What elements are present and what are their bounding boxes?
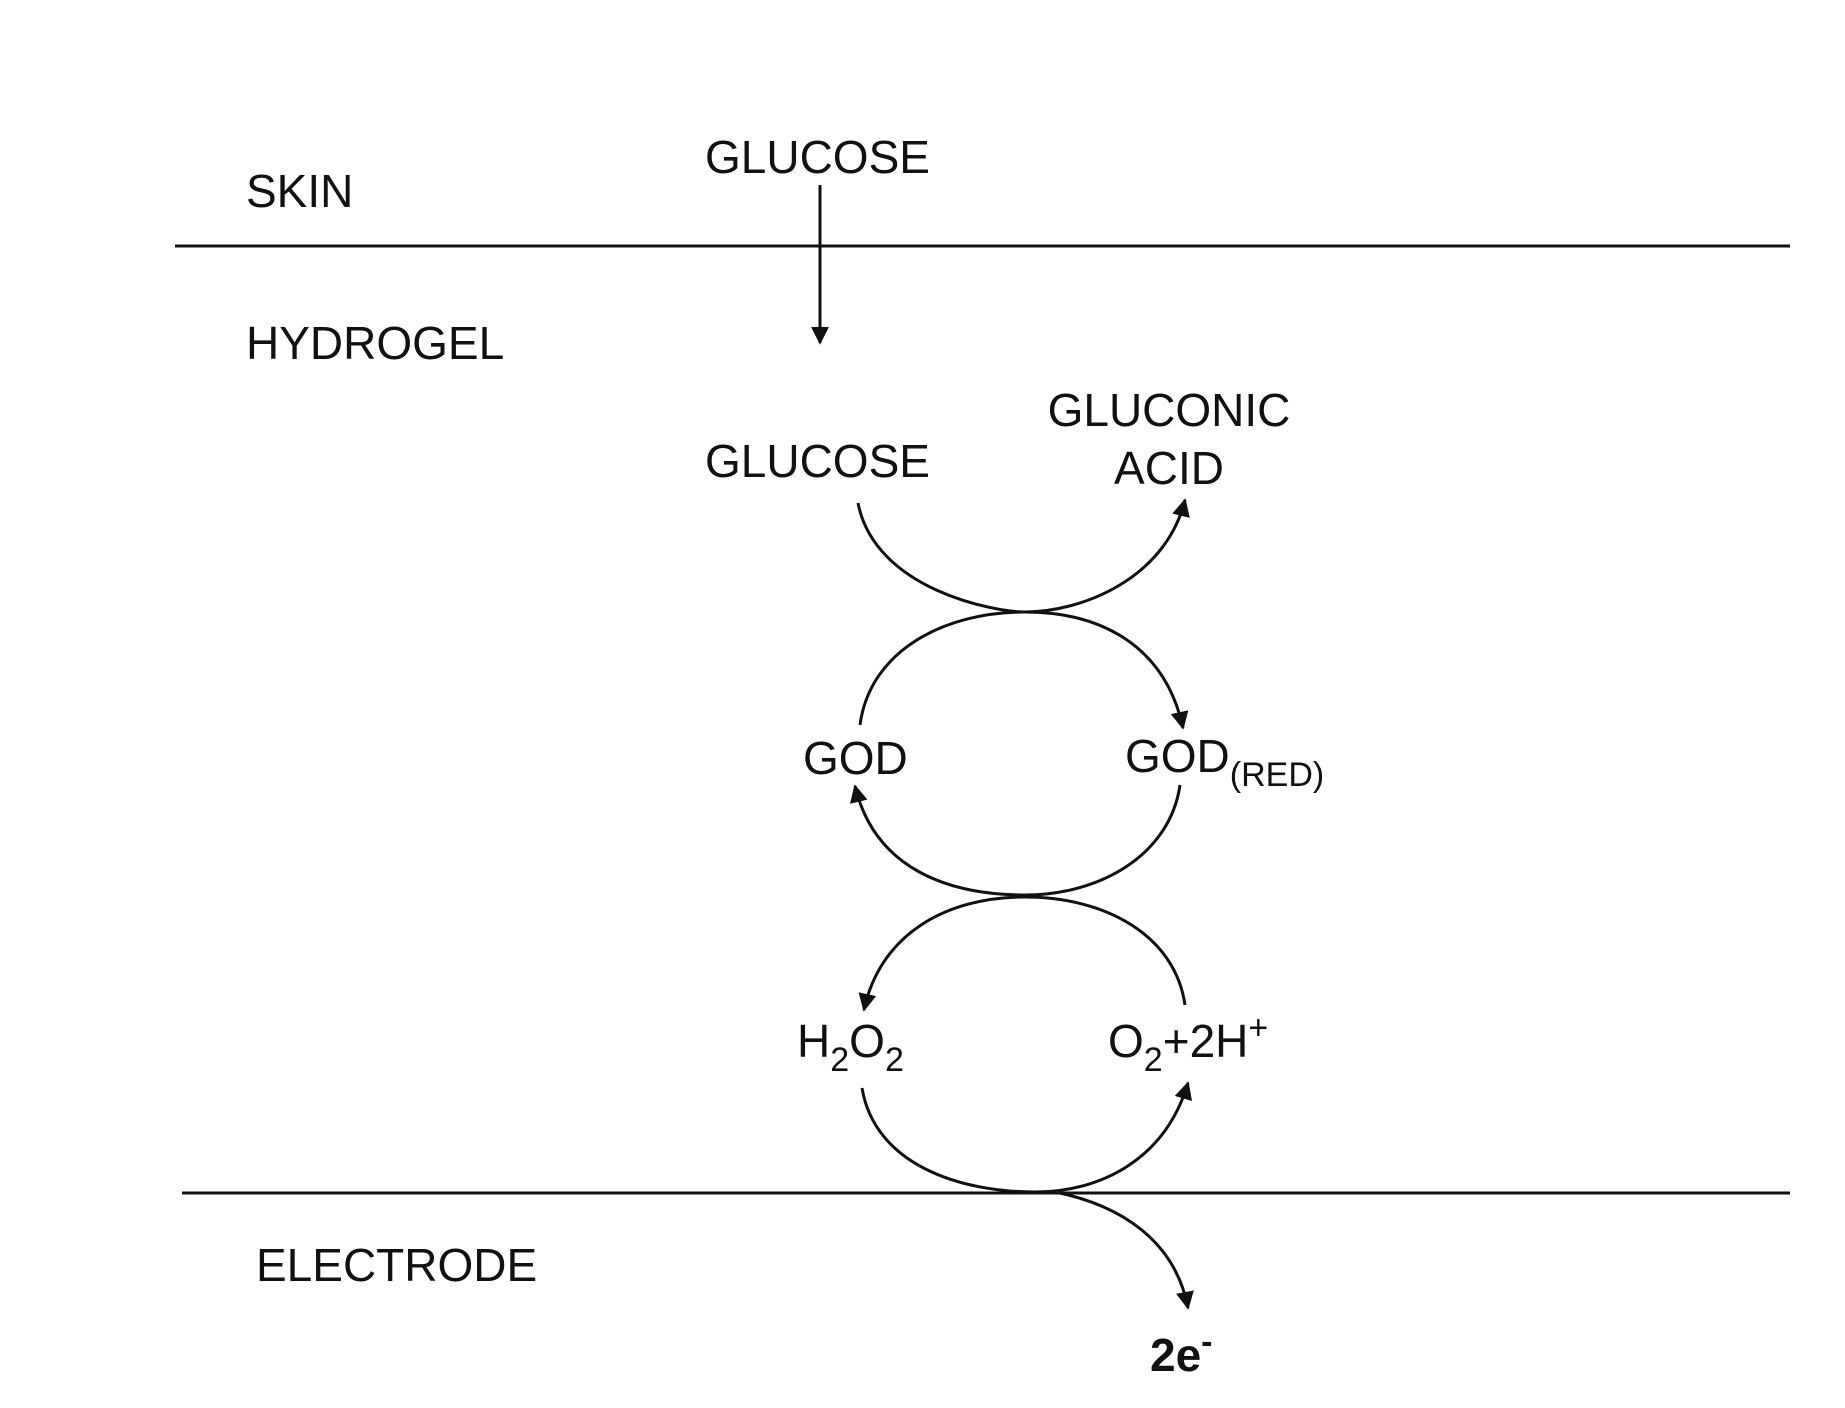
h2o2-to-o2-arrow <box>862 1083 1188 1192</box>
h2o2-sub1: 2 <box>830 1041 849 1079</box>
hydrogen-peroxide-label: H2O2 <box>797 1018 904 1064</box>
electrons-sup: - <box>1201 1323 1212 1361</box>
electrons-label: 2e- <box>1150 1332 1213 1378</box>
glucose-skin-label: GLUCOSE <box>705 134 930 180</box>
oxygen-protons-label: O2+2H+ <box>1108 1018 1268 1064</box>
gluconic-acid-line1: GLUCONIC <box>1036 382 1302 440</box>
o2-sub: 2 <box>1144 1041 1163 1079</box>
o2-sup: + <box>1248 1009 1268 1047</box>
glucose-to-gluconic-arrow <box>858 500 1185 612</box>
layer-label-skin: SKIN <box>246 168 353 214</box>
glucose-label: GLUCOSE <box>705 438 930 484</box>
god-reduced-subscript: (RED) <box>1230 756 1324 794</box>
god-to-god-red-arrow <box>860 612 1183 728</box>
gluconic-acid-line2: ACID <box>1036 440 1302 498</box>
electrons-main: 2e <box>1150 1329 1201 1381</box>
o2-o: O <box>1108 1015 1144 1067</box>
layer-label-hydrogel: HYDROGEL <box>246 320 504 366</box>
h2o2-o: O <box>849 1015 885 1067</box>
god-reduced-main: GOD <box>1125 730 1230 782</box>
electron-transfer-arrow <box>1055 1192 1188 1308</box>
h2o2-sub2: 2 <box>885 1041 904 1079</box>
o2-to-h2o2-arrow <box>864 897 1185 1010</box>
layer-label-electrode: ELECTRODE <box>256 1242 537 1288</box>
god-reduced-label: GOD(RED) <box>1125 733 1324 779</box>
h2o2-h: H <box>797 1015 830 1067</box>
god-red-to-god-arrow <box>855 785 1180 895</box>
gluconic-acid-label: GLUCONIC ACID <box>1036 382 1302 497</box>
god-label: GOD <box>803 735 908 781</box>
o2-rest: +2H <box>1163 1015 1249 1067</box>
